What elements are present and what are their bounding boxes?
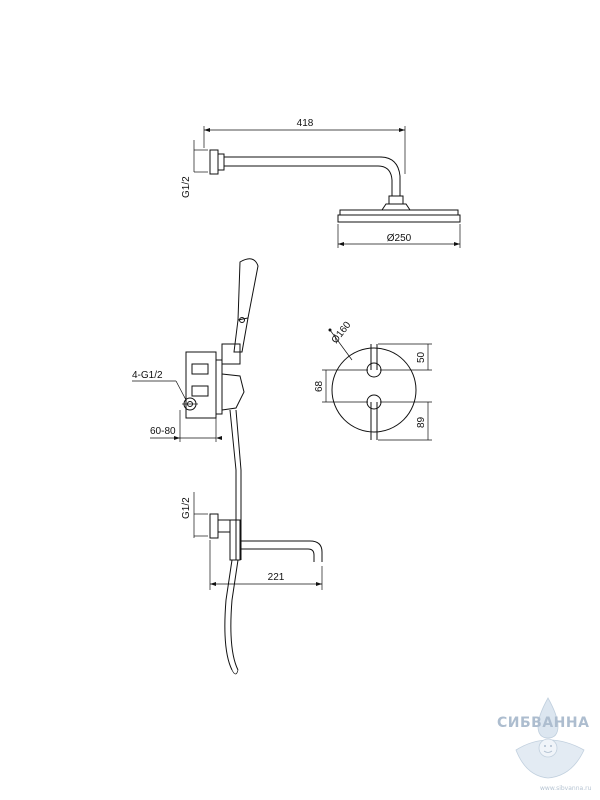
dim-lower-offset: 89 — [416, 416, 427, 428]
dim-arrow — [338, 242, 344, 246]
shower-arm-inner — [224, 165, 393, 196]
hose-end — [231, 669, 239, 675]
dim-arrow — [210, 582, 216, 586]
hose-lower — [230, 559, 239, 671]
leader-line — [175, 380, 187, 401]
box-plate — [215, 359, 223, 415]
dim-plate-center: 68 — [314, 380, 325, 392]
mixer-assembly: 4-G1/2 60-80 — [132, 258, 259, 560]
spout-pipe-inner — [240, 548, 315, 562]
dim-inlet-spout: G1/2 — [181, 497, 192, 519]
lower-handle-knob — [366, 394, 382, 410]
eye-icon — [544, 745, 546, 747]
mixer-front-view: Ø160 68 50 89 — [314, 319, 432, 441]
dim-plate-diameter: Ø160 — [330, 319, 354, 345]
hand-shower-button — [239, 317, 245, 323]
hand-shower-handle — [233, 317, 249, 353]
shower-head-face — [337, 214, 461, 223]
hose-lower — [224, 559, 233, 671]
wall-flange — [209, 149, 219, 175]
bath-spout: G1/2 221 — [181, 492, 323, 675]
upper-handle-knob — [366, 362, 382, 378]
dim-arrow — [216, 436, 222, 440]
hand-shower-head — [237, 258, 259, 321]
water-drop-icon — [537, 697, 559, 739]
shower-holder — [221, 343, 241, 365]
cover-plate — [331, 347, 417, 433]
dim-160-leader — [329, 329, 353, 361]
watermark-url: www.sibvanna.ru — [540, 785, 592, 792]
spout-nut — [217, 519, 231, 533]
dim-wall-depth: 60-80 — [150, 426, 176, 437]
dim-spout-length: 221 — [268, 572, 285, 583]
concealed-box — [185, 351, 217, 419]
dim-arrow — [316, 582, 322, 586]
dim-inlet-top: G1/2 — [181, 176, 192, 198]
box-port — [191, 385, 209, 397]
dim-upper-offset: 50 — [416, 351, 427, 363]
leader-dot — [328, 328, 332, 332]
face-icon — [538, 738, 558, 758]
hose-upper — [235, 409, 242, 560]
spout-body — [229, 519, 241, 561]
shower-head-top — [339, 209, 459, 216]
dim-arrow — [399, 128, 405, 132]
spout-pipe-outer — [240, 540, 323, 562]
dim-arrow — [204, 128, 210, 132]
dim-arrow — [174, 436, 180, 440]
hose-upper — [229, 409, 237, 560]
dim-arrow — [454, 242, 460, 246]
smile-icon — [543, 750, 553, 753]
eye-icon — [550, 745, 552, 747]
watermark-logo: СИБВАННА www.sibvanna.ru — [497, 697, 592, 792]
dim-arm-length: 418 — [297, 118, 314, 129]
spout-wall-flange — [209, 513, 219, 539]
flange-nut — [217, 153, 225, 171]
box-port — [191, 363, 209, 375]
shower-arm-outer — [224, 156, 401, 196]
dim-inlets-four: 4-G1/2 — [132, 370, 163, 381]
dim-head-diameter: Ø250 — [387, 233, 412, 244]
overhead-shower: 418 Ø250 G1/2 — [181, 118, 461, 248]
watermark-brand: СИБВАННА — [497, 715, 589, 731]
ball-joint — [388, 195, 404, 205]
head-connector — [381, 203, 411, 211]
diverter-body — [221, 373, 245, 411]
